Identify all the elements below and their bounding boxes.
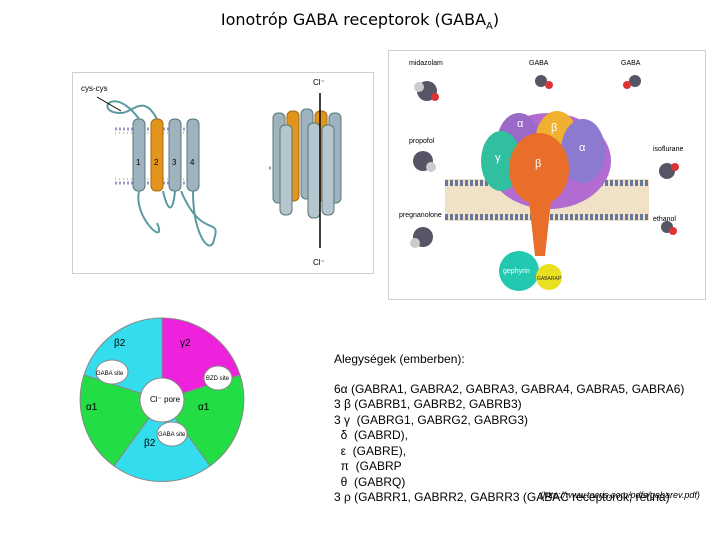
subunit-letter-4: β	[535, 158, 541, 170]
pore-label: Cl⁻ pore	[150, 395, 181, 404]
subunit-list: Alegységek (emberben): 6α (GABRA1, GABRA…	[334, 352, 684, 506]
cys-arrow	[96, 96, 122, 112]
subunit-row-beta: 3 β (GABRB1, GABRB2, GABRB3)	[334, 397, 522, 411]
gaba-site-label-2: GABA site	[158, 432, 186, 438]
tm-label-3: 3	[172, 158, 177, 167]
subunit-row-pi: π (GABRP	[334, 459, 402, 473]
cys-label: cys-cys	[81, 84, 108, 93]
label-gabarap: GABARAP	[537, 276, 562, 282]
subunit-row-delta: δ (GABRD),	[334, 428, 409, 442]
receptor-structure: α β γ β α midazolam GABA GABA propofol i…	[399, 60, 683, 291]
subunit-heading: Alegységek (emberben):	[334, 352, 465, 366]
topology-figure: 1 2 3 4 cys-cys Cl⁻ Cl⁻	[72, 72, 374, 274]
subunit-letter-3: γ	[495, 152, 501, 164]
label-midazolam: midazolam	[409, 60, 443, 67]
tm-label-4: 4	[190, 158, 195, 167]
label-ethanol: ethanol	[653, 216, 676, 223]
pore-circle	[139, 377, 185, 423]
subunit-letter-1: α	[517, 118, 524, 130]
label-isoflurane: isoflurane	[653, 146, 683, 153]
bzd-site-label: BZD site	[206, 376, 230, 382]
label-gephyrin: gephyrin	[503, 268, 530, 275]
tm-label-2: 2	[154, 158, 159, 167]
subunit-row-rho: 3 ρ (GABRR1, GABRR2, GABRR3 (GABAC recep…	[334, 490, 670, 504]
subunit-wheel-figure: β2 γ2 α1 β2 α1 Cl⁻ pore GABA site GABA s…	[72, 308, 252, 498]
tm-label-1: 1	[136, 158, 141, 167]
gabarap-protein	[536, 264, 562, 290]
subunit-wheel: β2 γ2 α1 β2 α1 Cl⁻ pore GABA site GABA s…	[79, 317, 245, 483]
chloride-bottom-label: Cl⁻	[313, 258, 325, 267]
receptor-structure-figure: α β γ β α midazolam GABA GABA propofol i…	[388, 50, 706, 300]
chloride-top-label: Cl⁻	[313, 78, 325, 87]
sector-label-gamma2: γ2	[180, 338, 191, 349]
gaba-site-label-1: GABA site	[96, 371, 124, 377]
subunit-row-theta: θ (GABRQ)	[334, 474, 406, 489]
tm-helices	[132, 118, 200, 192]
sector-label-beta2-top: β2	[114, 338, 126, 349]
sector-label-alpha1-left: α1	[86, 402, 98, 413]
intracellular-tail	[137, 190, 160, 234]
gephyrin-protein	[499, 251, 539, 291]
subunit-row-alpha: 6α (GABRA1, GABRA2, GABRA3, GABRA4, GABR…	[334, 381, 685, 396]
extracellular-loop	[106, 100, 158, 120]
topology-diagram: 1 2 3 4 cys-cys Cl⁻ Cl⁻	[81, 78, 342, 267]
title-subscript: A	[486, 21, 493, 33]
label-propofol: propofol	[409, 138, 435, 145]
label-gaba-1: GABA	[529, 60, 549, 67]
large-intracellular-loop	[180, 190, 217, 247]
page-title: Ionotróp GABA receptorok (GABAA)	[0, 10, 720, 32]
pentamer-model	[269, 93, 342, 248]
title-text: Ionotróp GABA receptorok (GABA	[220, 10, 487, 29]
intracellular-loop-small	[162, 190, 176, 209]
subunit-row-epsilon: ε (GABRE),	[334, 443, 407, 458]
subunit-letter-2: β	[551, 122, 557, 134]
ligand-molecules	[410, 75, 679, 248]
sector-label-alpha1-right: α1	[198, 402, 210, 413]
subunit-row-gamma: 3 γ (GABRG1, GABRG2, GABRG3)	[334, 412, 529, 427]
label-gaba-2: GABA	[621, 60, 641, 67]
title-close: )	[492, 10, 500, 29]
subunit-letter-5: α	[579, 142, 586, 154]
reference-link[interactable]: (http://www.tocris.com/pdfs/gabarev.pdf)	[540, 490, 700, 500]
sector-label-beta2-bottom: β2	[144, 438, 156, 449]
label-pregnanolone: pregnanolone	[399, 212, 442, 219]
